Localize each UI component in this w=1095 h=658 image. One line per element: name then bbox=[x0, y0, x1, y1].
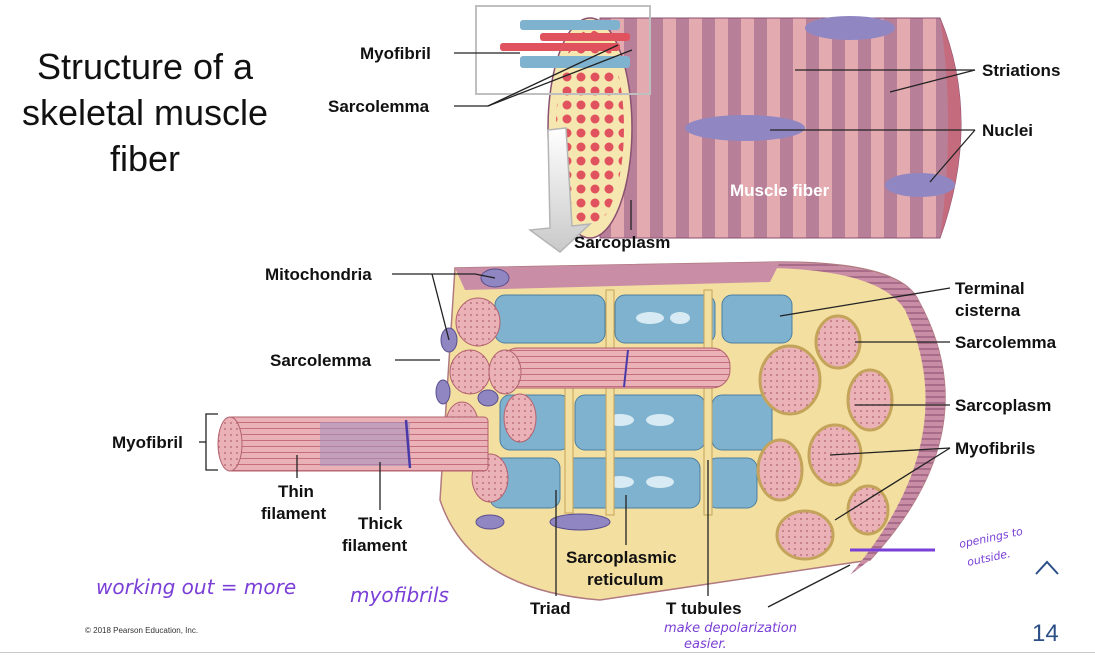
label-myofibril-left: Myofibril bbox=[112, 433, 183, 452]
note-depolarization-2: easier. bbox=[684, 637, 727, 652]
label-thin-filament: filament bbox=[261, 504, 327, 523]
label-triad: Triad bbox=[530, 599, 571, 618]
magnify-arrow bbox=[527, 127, 593, 253]
label-sarcoplasmic: Sarcoplasmic bbox=[566, 548, 677, 567]
note-myofibrils: myofibrils bbox=[350, 583, 449, 607]
note-depolarization-1: make depolarization bbox=[664, 621, 797, 636]
label-sarcolemma-right: Sarcolemma bbox=[955, 333, 1057, 352]
label-sarcoplasm-top: Sarcoplasm bbox=[574, 233, 670, 252]
nucleus-1 bbox=[805, 16, 895, 40]
nucleus-3 bbox=[885, 173, 955, 197]
label-sarcolemma-top: Sarcolemma bbox=[328, 97, 430, 116]
title-line-3: fiber bbox=[109, 138, 181, 179]
label-t-tubules: T tubules bbox=[666, 599, 742, 618]
label-thick-filament: filament bbox=[342, 536, 408, 555]
label-terminal: Terminal bbox=[955, 279, 1025, 298]
protruding-myofibrils bbox=[500, 20, 630, 68]
label-mitochondria: Mitochondria bbox=[265, 265, 372, 284]
label-myofibril-top: Myofibril bbox=[360, 44, 431, 63]
sarcolemma-top bbox=[455, 262, 780, 290]
page-number: 14 bbox=[1032, 620, 1059, 647]
note-openings-2: outside. bbox=[966, 547, 1012, 569]
label-nuclei: Nuclei bbox=[982, 121, 1033, 140]
myofibril-cylinder bbox=[499, 347, 731, 389]
myofibril-dots bbox=[556, 30, 624, 226]
enlarged-section bbox=[435, 261, 946, 601]
fiber-end-cap bbox=[940, 18, 961, 238]
title-line-2: skeletal muscle bbox=[21, 92, 269, 133]
label-sarcolemma-left: Sarcolemma bbox=[270, 351, 372, 370]
label-myofibrils: Myofibrils bbox=[955, 439, 1035, 458]
sarcoplasmic-reticulum bbox=[489, 294, 793, 509]
bottom-divider bbox=[0, 652, 1095, 653]
title-line-1: Structure of a bbox=[36, 46, 254, 87]
label-reticulum: reticulum bbox=[587, 570, 664, 589]
copyright: © 2018 Pearson Education, Inc. bbox=[85, 626, 199, 635]
single-myofibril bbox=[217, 416, 489, 472]
leader-lines bbox=[199, 44, 976, 608]
magnify-box bbox=[475, 5, 651, 95]
label-thin: Thin bbox=[278, 482, 314, 501]
label-sarcoplasm-right: Sarcoplasm bbox=[955, 396, 1051, 415]
note-working-out: working out = more bbox=[96, 575, 296, 599]
label-cisterna: cisterna bbox=[955, 301, 1021, 320]
label-thick: Thick bbox=[358, 514, 403, 533]
chevron-up-icon[interactable] bbox=[1032, 556, 1062, 578]
note-openings-1: openings to bbox=[958, 525, 1024, 551]
label-muscle-fiber: Muscle fiber bbox=[730, 181, 830, 200]
nucleus-2 bbox=[685, 115, 805, 141]
slide-title: Structure of a skeletal muscle fiber bbox=[0, 44, 290, 182]
label-striations: Striations bbox=[982, 61, 1060, 80]
